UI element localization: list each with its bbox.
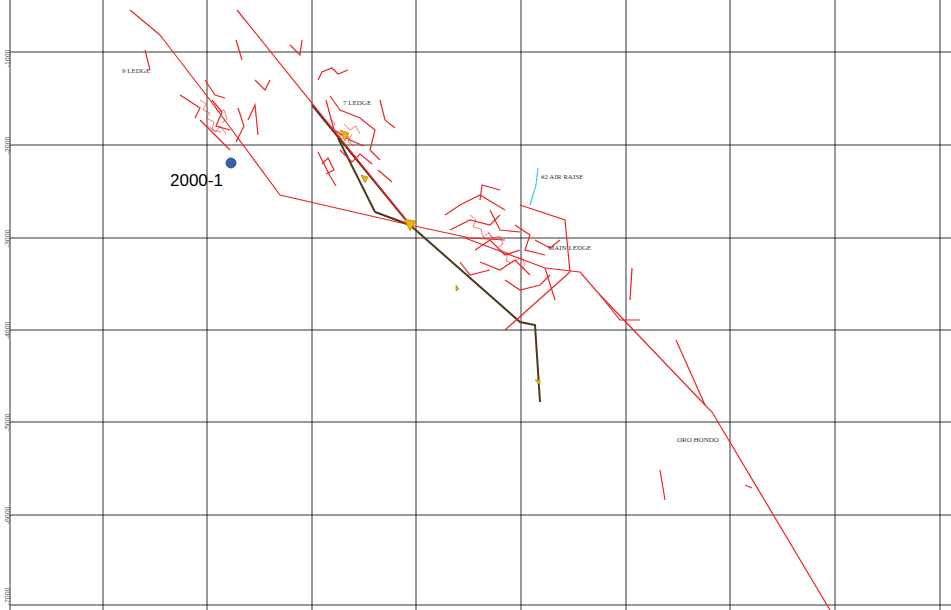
grid [10,0,951,610]
stopes [200,100,525,270]
map-label: 7 LEDGE [343,100,371,107]
axis-label: -7000 [5,587,12,605]
map-label: MAIN LEDGE [548,245,591,252]
drill-hole-label: 2000-1 [170,172,223,189]
drill-hole [226,158,236,168]
map-label: 9 LEDGE [122,68,150,75]
axis-label: -3000 [5,229,12,247]
axis-label: -2000 [5,136,12,154]
map-label: ORO HONDO [677,437,719,444]
air-raise [530,168,538,205]
stations [340,130,540,385]
axis-label: -1000 [5,49,12,67]
drifts [130,10,830,610]
axis-label: -6000 [5,506,12,524]
map-label: #2 AIR RAISE [541,174,583,181]
axis-label: -4000 [5,321,12,339]
axis-label: -5000 [5,413,12,431]
